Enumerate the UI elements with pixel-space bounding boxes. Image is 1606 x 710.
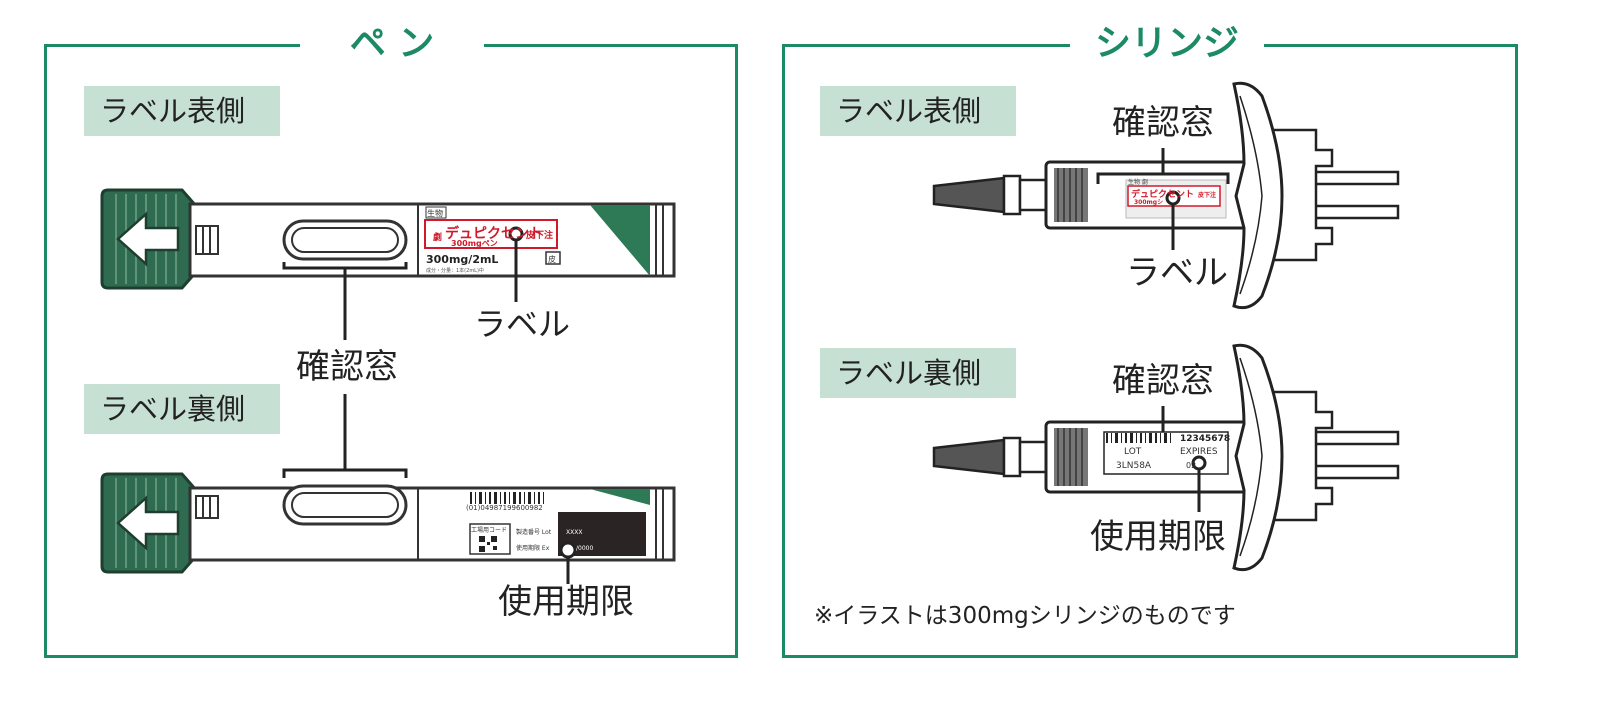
pen-back-tag: ラベル裏側 [84,384,280,434]
pen-expiry-callout: 使用期限 [498,582,634,622]
syringe-label-badge: 生物 劇 [1128,178,1148,186]
pen-back-factory-code: 工場用コード [471,526,507,534]
syringe-front-illustration [932,81,1400,310]
syringe-note: ※イラストは300mgシリンジのものです [814,603,1236,629]
syringe-label-callout: ラベル [1126,253,1228,293]
syringe-front-tag: ラベル表側 [820,86,1016,136]
syringe-back-code: 12345678 [1180,434,1230,444]
syringe-back-illustration [932,343,1400,572]
syringe-window-label-top: 確認窓 [1112,103,1214,143]
pen-back-illustration [100,472,676,584]
syringe-back-lot-heading: LOT [1124,447,1142,457]
pen-back-exp-value: /0000 [576,545,593,552]
syringe-back-exp-value: 02 [1186,461,1196,470]
syringe-expiry-callout: 使用期限 [1090,517,1226,557]
pen-label-volume: 300mg/2mL [426,253,498,266]
syringe-back-tag: ラベル裏側 [820,348,1016,398]
pen-label-rx2: 皮 [548,254,556,264]
pen-window-label: 確認窓 [296,347,398,387]
pen-label-route: 皮下注 [525,229,553,241]
pen-label-small: 成分・分量：1本(2mL)中 [426,267,484,274]
syringe-back-exp-heading: EXPIRES [1180,447,1218,457]
pen-back-lot-value: XXXX [566,529,582,536]
syringe-window-label-bottom: 確認窓 [1112,361,1214,401]
pen-back-lot-label: 製造番号 Lot [516,528,552,536]
pen-panel-title: ペ ン [300,24,484,64]
syringe-label-brand: デュピクセント [1131,188,1194,200]
pen-back-barcode-number: (01)04987199600982 [466,504,543,512]
pen-label-badge: 生物 [427,208,443,218]
syringe-label-dose: 300mgシ [1134,199,1163,206]
pen-label-brand: デュピクセント [445,225,543,242]
syringe-back-lot-value: 3LN58A [1116,461,1152,471]
pen-label-callout: ラベル [474,305,571,343]
syringe-panel-title: シリンジ [1070,24,1264,64]
pen-front-illustration [100,188,676,302]
syringe-label-route: 皮下注 [1198,191,1216,199]
pen-label-dose: 300mgペン [451,239,498,248]
pen-front-tag: ラベル表側 [84,86,280,136]
pen-back-exp-label: 使用期限 Ex [516,544,550,552]
pen-label-rx: 劇 [433,231,442,243]
